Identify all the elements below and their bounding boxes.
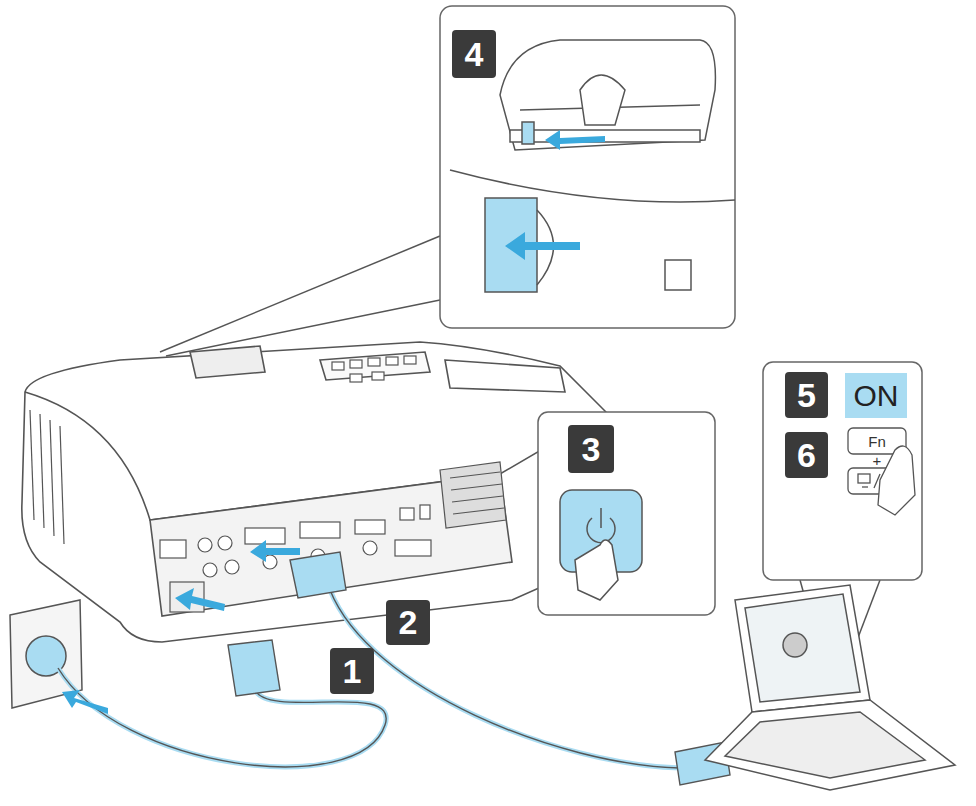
lens-cover-detail <box>580 75 625 125</box>
power-cable <box>58 640 386 767</box>
power-button <box>575 540 618 600</box>
keyboard-key <box>848 428 915 515</box>
callout-number: 3 <box>568 425 614 473</box>
callout-number: 6 <box>785 432 828 478</box>
lens-cover-detail <box>522 122 534 144</box>
port <box>300 522 340 538</box>
vent <box>30 410 34 520</box>
callout-number: 5 <box>785 372 828 418</box>
port <box>160 505 431 612</box>
port <box>363 541 377 555</box>
key-label: Fn <box>848 428 906 454</box>
laptop <box>735 585 870 712</box>
inset-panel <box>440 6 735 328</box>
keyboard-key <box>862 486 868 487</box>
projector-body <box>445 360 565 392</box>
blue-arrow <box>62 690 108 714</box>
port <box>160 540 186 558</box>
callout-number: 2 <box>386 600 430 645</box>
inset-panel <box>538 412 715 615</box>
projector-body <box>190 346 265 378</box>
power-button <box>560 490 642 600</box>
power-button <box>600 508 602 528</box>
callout-number: 4 <box>452 30 496 78</box>
control-button <box>386 357 398 365</box>
laptop <box>783 633 807 657</box>
inset-arrow <box>505 130 605 260</box>
lens-cover-detail <box>500 40 715 150</box>
vent <box>453 508 504 514</box>
inset-arrow <box>505 232 580 260</box>
vent <box>440 462 506 528</box>
vga-cable <box>330 590 680 768</box>
blue-arrow <box>175 588 225 611</box>
key-label: + <box>860 452 894 468</box>
control-button <box>372 372 384 380</box>
inset-arrow <box>545 130 605 150</box>
projector-body <box>22 342 612 642</box>
laptop <box>745 594 860 702</box>
power-cable <box>228 640 280 696</box>
control-button <box>332 362 344 370</box>
laptop <box>725 712 925 778</box>
port <box>198 538 212 552</box>
vent <box>452 496 503 502</box>
vent <box>450 472 500 478</box>
control-button <box>332 356 416 382</box>
port <box>420 505 430 519</box>
vent <box>60 426 64 544</box>
projector-body <box>22 342 612 642</box>
vent <box>40 414 44 528</box>
vent <box>451 484 502 490</box>
port <box>203 563 217 577</box>
control-button <box>404 356 416 364</box>
leader-line <box>160 236 440 352</box>
port <box>225 560 239 574</box>
lens-cover-detail <box>665 260 691 290</box>
vga-cable <box>330 590 680 768</box>
inset-panel <box>763 362 922 580</box>
control-button <box>368 358 380 366</box>
vent <box>30 410 506 544</box>
port <box>218 536 232 550</box>
control-button <box>350 374 362 382</box>
inset-panel <box>440 6 922 615</box>
switch-state: ON <box>845 373 907 418</box>
laptop <box>705 585 955 790</box>
vga-cable <box>290 552 346 598</box>
blue-arrow <box>250 540 300 562</box>
keyboard-key <box>878 446 915 515</box>
control-button <box>350 360 362 368</box>
lens-cover-detail <box>450 170 735 202</box>
port <box>395 540 431 556</box>
projector-body <box>320 352 430 380</box>
laptop <box>705 700 955 790</box>
keyboard-key <box>858 474 870 483</box>
port <box>400 508 414 520</box>
port <box>355 520 385 534</box>
callout-number: 1 <box>330 648 374 694</box>
vent <box>50 420 54 536</box>
